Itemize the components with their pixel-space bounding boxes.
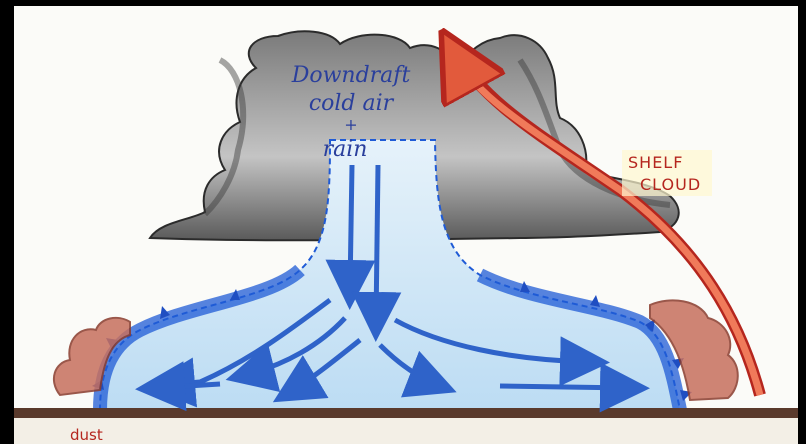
right-frame-edge — [798, 0, 806, 444]
label-cloud: CLOUD — [640, 175, 701, 194]
label-shelf: SHELF — [628, 153, 683, 172]
label-dust: dust — [70, 426, 103, 444]
label-rain: rain — [323, 137, 368, 162]
top-frame-edge — [0, 0, 806, 6]
label-plus: + — [344, 115, 357, 134]
left-frame-edge — [0, 0, 14, 444]
label-cold-air: cold air — [309, 91, 395, 116]
ground-surface — [14, 418, 798, 444]
ground-line — [14, 408, 798, 418]
downdraft-arrow — [350, 165, 352, 290]
downdraft-arrow — [376, 165, 378, 322]
label-downdraft: Downdraft — [291, 63, 411, 88]
outflow-arrow-right — [500, 386, 630, 388]
